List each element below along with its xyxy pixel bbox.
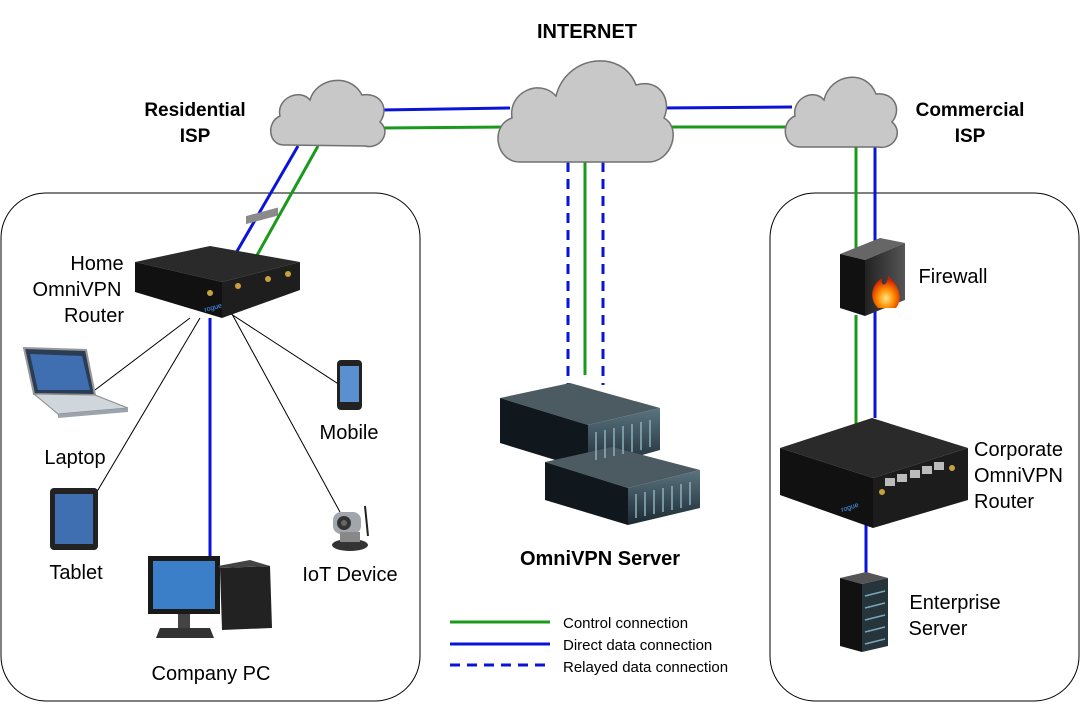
wire-iot	[231, 313, 341, 513]
enterprise-server-label-line1: Enterprise	[909, 592, 1000, 614]
home-network-box	[0, 192, 421, 702]
internet-label: INTERNET	[537, 21, 637, 43]
control-line-res-internet	[379, 125, 511, 130]
cloud-commercial-isp	[784, 76, 898, 148]
corporate-router-icon: rogue	[780, 418, 968, 528]
direct-line-internet-com	[659, 105, 793, 110]
iot-device-label: IoT Device	[302, 564, 397, 586]
residential-isp-label-line1: Residential	[144, 100, 245, 121]
cloud-internet	[497, 60, 674, 163]
direct-line-res-home	[234, 145, 300, 254]
home-router-label-line3: Router	[64, 305, 124, 327]
legend: Control connection Direct data connectio…	[450, 615, 728, 676]
commercial-isp-label-line1: Commercial	[916, 100, 1025, 121]
home-router-label-line1: Home	[70, 253, 123, 275]
omnivpn-server-icon	[500, 383, 700, 525]
enterprise-server-icon	[840, 572, 888, 652]
residential-isp-label-line2: ISP	[180, 126, 211, 147]
mobile-icon	[337, 360, 362, 410]
legend-relayed-label: Relayed data connection	[563, 659, 728, 676]
firewall-label: Firewall	[919, 266, 988, 288]
home-router-icon: rogue	[135, 207, 300, 318]
corporate-router-label-line3: Router	[974, 491, 1034, 513]
wire-tablet	[91, 317, 201, 501]
commercial-isp-label-line2: ISP	[955, 126, 986, 147]
corporate-network-box	[769, 192, 1080, 702]
cloud-residential-isp	[270, 79, 386, 148]
corporate-router-label-line1: Corporate	[974, 439, 1063, 461]
corporate-router-label-line2: OmniVPN	[974, 465, 1063, 487]
control-line-res-home	[254, 145, 320, 258]
company-pc-label: Company PC	[152, 663, 271, 685]
omnivpn-server-label: OmniVPN Server	[520, 548, 680, 570]
wire-laptop	[94, 317, 191, 391]
iot-device-icon	[332, 505, 369, 551]
home-router-label-line2: OmniVPN	[33, 279, 122, 301]
tablet-icon	[50, 488, 98, 550]
wire-mobile	[227, 311, 341, 386]
direct-line-res-internet	[379, 106, 511, 112]
home-router-brand: rogue	[204, 303, 223, 314]
connection-lines	[91, 105, 877, 575]
company-pc-icon	[148, 556, 272, 638]
mobile-label: Mobile	[320, 422, 379, 444]
tablet-label: Tablet	[49, 562, 103, 584]
laptop-icon	[22, 346, 129, 418]
firewall-icon	[840, 238, 905, 316]
flame-icon	[872, 276, 900, 308]
enterprise-server-label-line2: Server	[909, 618, 968, 640]
laptop-label: Laptop	[44, 447, 105, 469]
legend-direct-label: Direct data connection	[563, 637, 712, 654]
legend-control-label: Control connection	[563, 615, 688, 632]
